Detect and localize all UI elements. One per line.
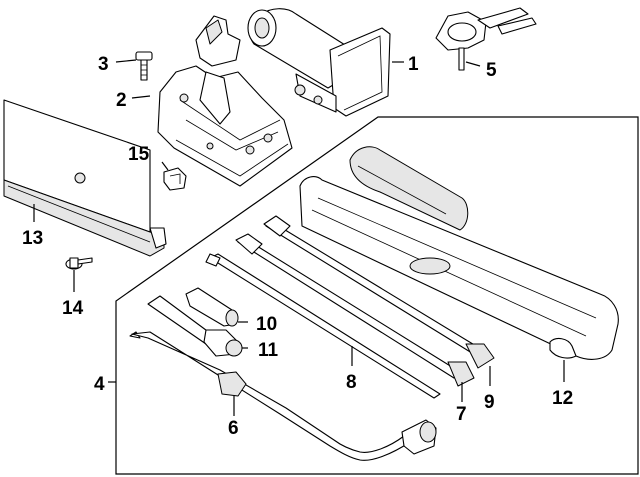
callout-14: 14: [62, 298, 84, 319]
callout-5: 5: [486, 60, 497, 81]
part-5-hold-down-bracket[interactable]: [435, 7, 537, 71]
part-15-clip[interactable]: [163, 167, 187, 191]
part-9-extension[interactable]: [263, 215, 495, 369]
leader-lines: [33, 59, 565, 416]
callout-8: 8: [346, 372, 357, 393]
callout-6: 6: [228, 418, 239, 439]
callout-11: 11: [258, 340, 279, 361]
callout-15: 15: [128, 144, 150, 165]
part-13-trim-cover[interactable]: [3, 99, 167, 257]
callout-10: 10: [256, 314, 277, 335]
callout-2: 2: [116, 90, 127, 111]
callout-4: 4: [94, 374, 105, 395]
part-6-crank-rod[interactable]: [129, 331, 437, 461]
part-1-spare-carrier[interactable]: [247, 8, 391, 117]
callout-1: 1: [408, 54, 419, 75]
callout-9: 9: [484, 392, 495, 413]
callout-13: 13: [22, 228, 43, 249]
part-10-adapter[interactable]: [185, 287, 239, 327]
part-7-extension[interactable]: [235, 233, 475, 387]
callout-12: 12: [552, 388, 573, 409]
callout-3: 3: [98, 54, 109, 75]
part-2-jack-bracket[interactable]: [157, 15, 293, 187]
part-3-bolt[interactable]: [135, 51, 153, 81]
kit-outline-box: [115, 116, 639, 475]
part-8-jack-handle[interactable]: [205, 253, 441, 399]
callout-7: 7: [456, 404, 467, 425]
part-12-tool-tray[interactable]: [299, 146, 619, 360]
part-14-push-pin[interactable]: [65, 257, 93, 270]
